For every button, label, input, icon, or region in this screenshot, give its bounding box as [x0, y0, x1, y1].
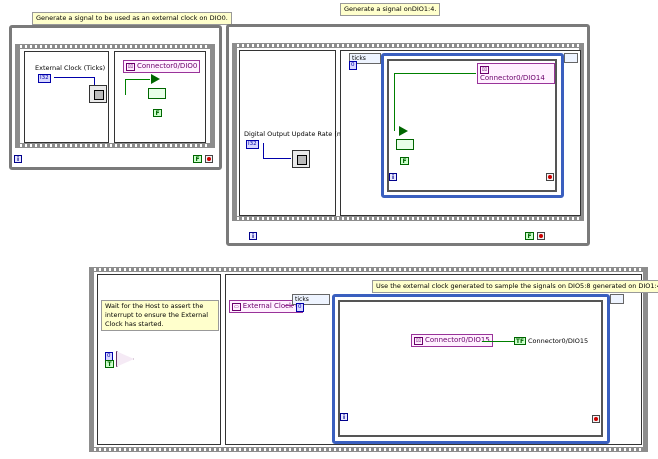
sequence-frame-sample: ▭External Clock 0 ticks 0 Use the extern…	[225, 274, 658, 445]
wait-ms-icon[interactable]	[89, 85, 107, 103]
wait-on-irq-icon[interactable]	[116, 351, 134, 367]
wait-ms-icon-2[interactable]	[292, 150, 310, 168]
update-rate-control[interactable]: I32	[246, 140, 259, 149]
stop-constant-2[interactable]: F	[525, 232, 534, 240]
timed-loop-right-node	[564, 53, 578, 63]
not-gate-icon[interactable]	[151, 74, 160, 84]
io-ref-tag-icon: ▭	[232, 303, 241, 311]
io-node-dio14[interactable]: ﾛﾛConnector0/DIO14	[477, 63, 555, 84]
comment-bottom-right: Use the external clock generated to samp…	[372, 280, 658, 293]
io-tag-icon-2: ﾛﾛ	[480, 66, 490, 74]
timed-loop-right-node-2	[610, 294, 624, 304]
comment-top-right: Generate a signal onDIO1:4.	[340, 3, 441, 16]
timed-loop-iteration-2: i	[340, 413, 348, 421]
external-clock-ref[interactable]: ▭External Clock 0	[229, 300, 303, 313]
while-loop-digital-output[interactable]: Digital Output Update Rate (mSec) I32 ti…	[226, 24, 590, 246]
shift-register-icon[interactable]	[148, 88, 166, 99]
timed-loop-ticks[interactable]: ticks	[349, 53, 381, 64]
external-clock-ticks-label: External Clock (Ticks)	[35, 64, 106, 72]
wire-rate	[263, 143, 264, 158]
wire-bool-1	[125, 79, 126, 95]
loop-iteration-terminal: i	[14, 155, 22, 163]
io-tag-icon-3: ﾛﾛ	[414, 337, 424, 345]
false-constant-2[interactable]: F	[400, 157, 409, 165]
timed-loop-iteration: i	[389, 173, 397, 181]
wire-bool-loop-1	[394, 73, 476, 74]
io-node-dio0-label: Connector0/DIO0	[137, 62, 198, 70]
shift-register-icon-2[interactable]	[396, 139, 414, 150]
wire-io-ref	[284, 305, 294, 306]
ticks-label: ticks	[352, 55, 366, 62]
wire-rate-h	[263, 158, 291, 159]
stop-terminal-icon[interactable]	[205, 155, 213, 163]
timed-loop-stop-icon[interactable]	[546, 173, 554, 181]
update-rate-label: Digital Output Update Rate (mSec)	[244, 130, 358, 138]
io-node-dio15-label: Connector0/DIO15	[425, 336, 490, 344]
timed-loop-ticks-2[interactable]: ticks	[292, 294, 330, 305]
timed-loop-start-constant[interactable]: 0	[349, 61, 357, 70]
timed-loop-frame: ﾛﾛConnector0/DIO14 F i	[387, 59, 557, 192]
wire-ticks	[54, 77, 94, 78]
comment-top-left: Generate a signal to be used as an exter…	[32, 12, 232, 25]
external-clock-ticks-control[interactable]: I32	[38, 74, 51, 83]
timed-loop-start-constant-2[interactable]: 0	[296, 303, 304, 312]
wire-bool-dio15	[482, 341, 514, 342]
dio15-indicator: TF	[514, 337, 526, 345]
ticks-label-2: ticks	[295, 296, 309, 303]
dio15-indicator-label: Connector0/DIO15	[528, 337, 589, 345]
comment-bottom-left: Wait for the Host to assert the interrup…	[101, 300, 219, 331]
sequence-frame-interrupt: Wait for the Host to assert the interrup…	[97, 274, 221, 445]
io-node-dio14-label: Connector0/DIO14	[480, 74, 545, 82]
flat-sequence-sample[interactable]: Wait for the Host to assert the interrup…	[89, 267, 658, 452]
not-gate-icon-2[interactable]	[399, 126, 408, 136]
sequence-frame-1: External Clock (Ticks) I32	[24, 51, 109, 143]
stop-terminal-icon-2[interactable]	[537, 232, 545, 240]
irq-true-constant[interactable]: T	[105, 360, 114, 368]
sequence-frame-timed: ticks 0 ﾛﾛConnector0/DIO14 F i	[340, 50, 581, 216]
loop-iteration-terminal-2: i	[249, 232, 257, 240]
timed-loop[interactable]: ﾛﾛConnector0/DIO14 F i	[381, 53, 564, 198]
io-tag-icon: ﾛﾛ	[126, 63, 136, 71]
false-constant[interactable]: F	[153, 109, 162, 117]
timed-loop-stop-icon-2[interactable]	[592, 415, 600, 423]
stop-constant[interactable]: F	[193, 155, 202, 163]
flat-sequence-digital-output[interactable]: Digital Output Update Rate (mSec) I32 ti…	[232, 43, 584, 221]
sequence-frame-rate: Digital Output Update Rate (mSec) I32	[239, 50, 357, 216]
external-clock-ref-label: External Clock 0	[242, 302, 300, 310]
wire-bool-2	[125, 79, 150, 80]
wire-ticks-drop	[94, 77, 95, 85]
wire-bool-loop-2	[394, 73, 395, 131]
